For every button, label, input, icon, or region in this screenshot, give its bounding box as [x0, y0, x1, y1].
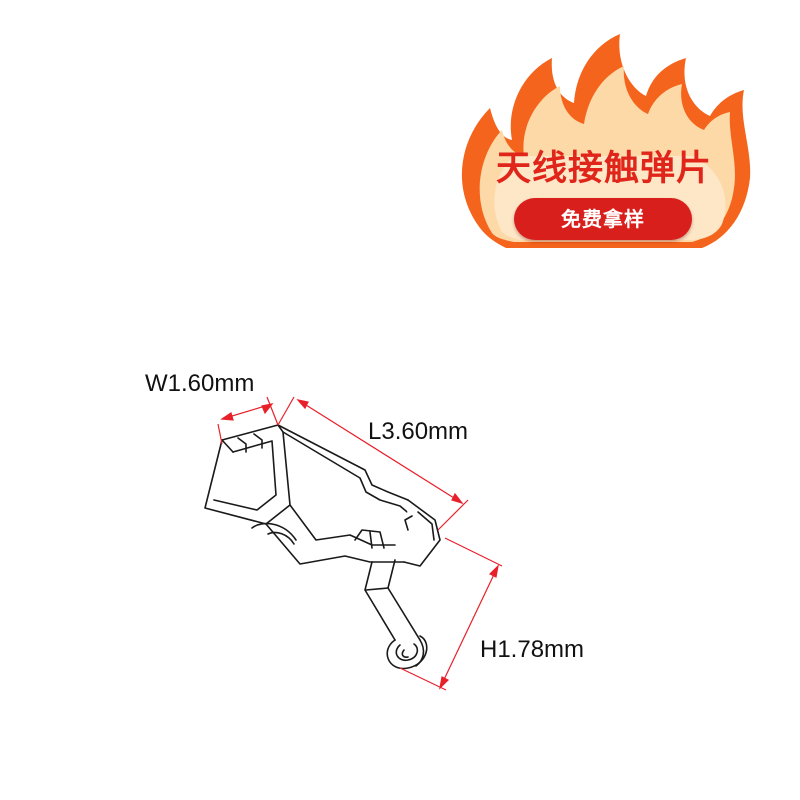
length-arrow-right — [451, 492, 464, 505]
length-label: L3.60mm — [368, 418, 469, 445]
dimension-lines — [217, 396, 503, 691]
spring-contact-clip-icon — [204, 424, 441, 670]
height-extension-bottom — [399, 667, 447, 691]
length-extension-right — [437, 499, 469, 531]
length-extension-left — [277, 396, 295, 426]
width-arrow-right — [261, 403, 274, 415]
height-extension-top — [444, 537, 503, 567]
free-sample-button[interactable]: 免费拿样 — [514, 198, 692, 240]
width-arrow-left — [220, 412, 234, 421]
width-extension-right — [266, 396, 279, 426]
width-extension-left — [217, 423, 223, 445]
width-label: W1.60mm — [145, 370, 255, 397]
height-arrow-top — [488, 564, 499, 578]
height-arrow-bottom — [439, 676, 450, 690]
length-dimension-line — [297, 399, 463, 504]
height-label: H1.78mm — [480, 636, 585, 663]
length-arrow-left — [296, 399, 309, 410]
promo-title: 天线接触弹片 — [495, 149, 712, 189]
height-dimension-line — [439, 565, 499, 689]
promo-badge[interactable]: 天线接触弹片 免费拿样 — [440, 28, 760, 258]
